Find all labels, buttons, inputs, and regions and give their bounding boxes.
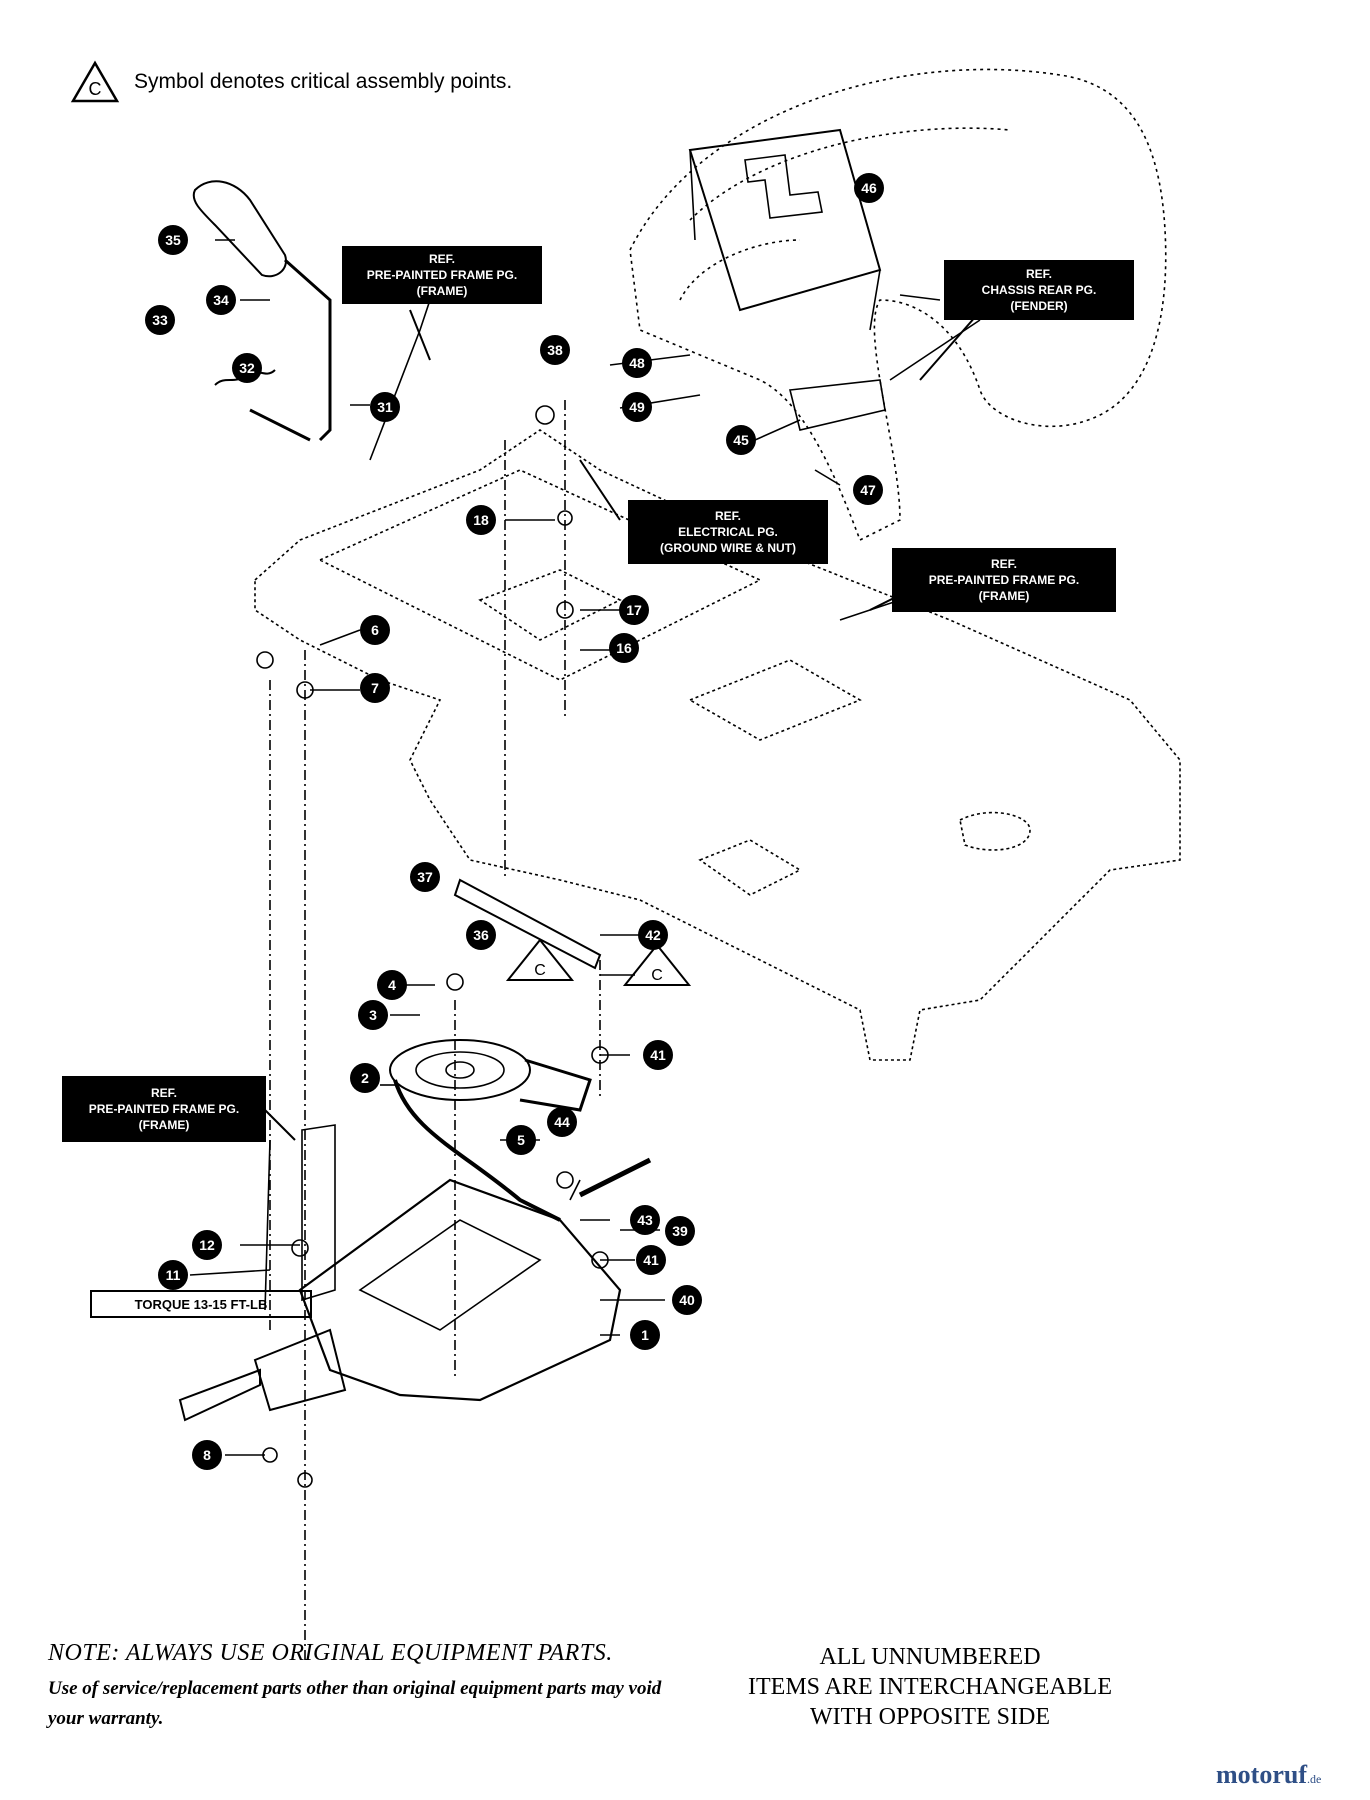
ref-frame-right: REF. PRE-PAINTED FRAME PG. (FRAME) [892,548,1116,612]
side-note-line: ITEMS ARE INTERCHANGEABLE [748,1674,1112,1700]
callout-31: 31 [370,392,400,422]
callout-6: 6 [360,615,390,645]
drive-belt [393,1079,561,1222]
critical-triangle-1 [505,938,575,981]
callout-49: 49 [622,392,652,422]
ref-line: REF. [714,509,741,523]
callout-12: 12 [192,1230,222,1260]
shift-grip [192,180,287,278]
torque-spec-label: TORQUE 13-15 FT-LB [90,1290,312,1318]
callout-48: 48 [622,348,652,378]
callout-4: 4 [377,970,407,1000]
frame-outline [254,429,1181,1061]
callout-16: 16 [609,633,639,663]
ref-line: PRE-PAINTED FRAME PG. [88,1102,240,1116]
ref-line: (FENDER) [1010,299,1068,313]
ref-line: (FRAME) [416,284,468,298]
callout-45: 45 [726,425,756,455]
callout-38: 38 [540,335,570,365]
watermark-main: motoruf [1216,1760,1307,1789]
critical-point-markers [505,938,692,986]
callout-17: 17 [619,595,649,625]
bracket [789,379,886,431]
ref-line: PRE-PAINTED FRAME PG. [366,268,518,282]
ref-line: CHASSIS REAR PG. [981,283,1097,297]
critical-point-legend: C Symbol denotes critical assembly point… [70,58,512,106]
ref-frame-top: REF. PRE-PAINTED FRAME PG. (FRAME) [342,246,542,304]
side-note-line: ALL UNNUMBERED [819,1644,1041,1670]
ref-line: REF. [990,557,1017,571]
pulley [389,1039,531,1101]
ref-line: PRE-PAINTED FRAME PG. [928,573,1080,587]
ref-line: REF. [150,1086,177,1100]
callout-46: 46 [854,173,884,203]
note-title: NOTE: ALWAYS USE ORIGINAL EQUIPMENT PART… [48,1640,613,1666]
side-note-line: WITH OPPOSITE SIDE [810,1704,1050,1730]
callout-41-lower: 41 [636,1245,666,1275]
callout-36: 36 [466,920,496,950]
callout-18: 18 [466,505,496,535]
ref-line: ELECTRICAL PG. [678,525,778,539]
callout-32: 32 [232,353,262,383]
ref-line: REF. [1025,267,1052,281]
callout-47: 47 [853,475,883,505]
critical-triangle-2 [622,943,692,986]
transmission-housing [298,1178,622,1402]
callout-43: 43 [630,1205,660,1235]
callout-8: 8 [192,1440,222,1470]
callout-3: 3 [358,1000,388,1030]
callout-44: 44 [547,1107,577,1137]
callout-34: 34 [206,285,236,315]
critical-triangle-1-letter: C [534,962,546,979]
note-body: Use of service/replacement parts other t… [48,1678,662,1729]
callout-41-upper: 41 [643,1040,673,1070]
shift-link [453,878,602,970]
ref-line: (FRAME) [138,1118,190,1132]
callout-5: 5 [506,1125,536,1155]
callout-40: 40 [672,1285,702,1315]
callout-2: 2 [350,1063,380,1093]
ref-chassis-rear: REF. CHASSIS REAR PG. (FENDER) [944,260,1134,320]
callout-39: 39 [665,1216,695,1246]
ref-line: REF. [428,252,455,266]
critical-symbol-icon: C [70,60,120,103]
callout-33: 33 [145,305,175,335]
ref-line: (FRAME) [978,589,1030,603]
interchangeable-note: ALL UNNUMBERED ITEMS ARE INTERCHANGEABLE… [740,1642,1120,1732]
callout-37: 37 [410,862,440,892]
watermark-logo: motoruf.de [1216,1760,1321,1790]
callout-1: 1 [630,1320,660,1350]
ref-electrical: REF. ELECTRICAL PG. (GROUND WIRE & NUT) [628,500,828,564]
callout-11: 11 [158,1260,188,1290]
legend-text: Symbol denotes critical assembly points. [134,70,513,93]
callout-35: 35 [158,225,188,255]
ref-frame-left: REF. PRE-PAINTED FRAME PG. (FRAME) [62,1076,266,1142]
critical-symbol-letter: C [89,79,102,99]
callout-7: 7 [360,673,390,703]
callout-42: 42 [638,920,668,950]
critical-triangle-2-letter: C [651,967,663,984]
watermark-suffix: .de [1306,1772,1322,1786]
ref-line: (GROUND WIRE & NUT) [660,541,796,555]
